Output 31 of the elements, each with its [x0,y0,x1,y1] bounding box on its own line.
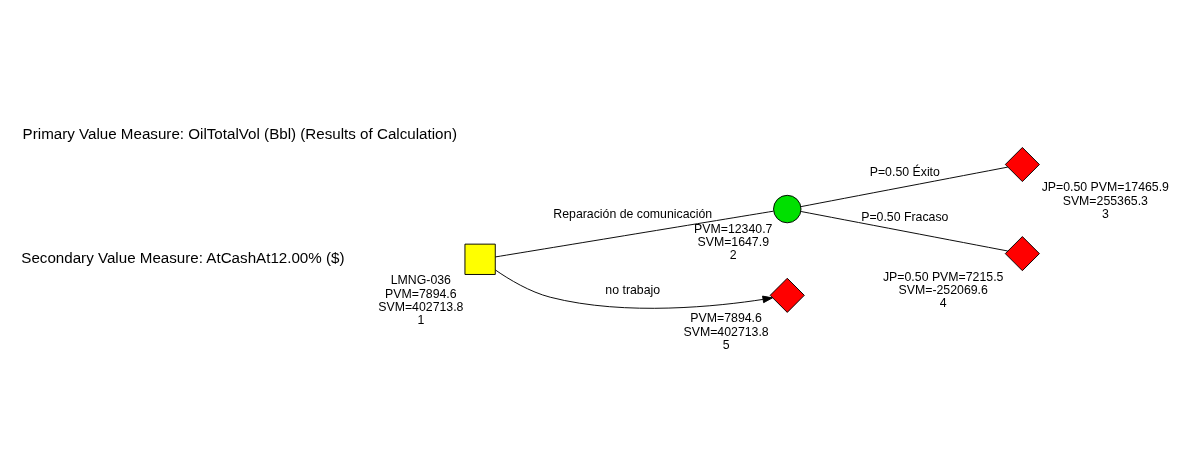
node-label: 1 [417,312,425,327]
node-label: 3 [1101,206,1109,221]
node-label: SVM=402713.8 [683,324,769,339]
node-label: 2 [729,247,737,262]
node-label: PVM=7894.6 [385,286,457,301]
diagram-title: Primary Value Measure: OilTotalVol (Bbl) (Results of Calculation) [22,124,457,142]
connector [494,210,774,257]
node-circle [773,194,802,223]
node-diamond [1004,146,1040,182]
node-label: SVM=1647.9 [697,234,769,249]
edge-label: Reparación de comunicación [553,206,713,221]
edge-label: P=0.50 Éxito [869,164,940,179]
node-label: JP=0.50 PVM=17465.9 [1041,179,1169,194]
node-label: SVM=402713.8 [378,299,464,314]
connector [800,166,1009,207]
node-label: PVM=7894.6 [690,310,762,325]
node-diamond [1004,235,1040,271]
node-label: JP=0.50 PVM=7215.5 [882,269,1004,284]
node-box [464,243,496,275]
edge-label: no trabajo [605,282,661,297]
edge-label: P=0.50 Fracaso [861,209,949,224]
node-diamond [769,277,805,313]
connector [800,210,1009,251]
node-label: 5 [722,337,730,352]
node-label: LMNG-036 [390,272,451,287]
node-label: SVM=255365.3 [1062,193,1148,208]
node-label: PVM=12340.7 [694,221,773,236]
arrow [495,269,773,309]
node-label: 4 [939,295,947,310]
node-label: SVM=-252069.6 [898,282,988,297]
label: Secondary Value Measure: AtCashAt12.00% ($) [21,248,345,266]
